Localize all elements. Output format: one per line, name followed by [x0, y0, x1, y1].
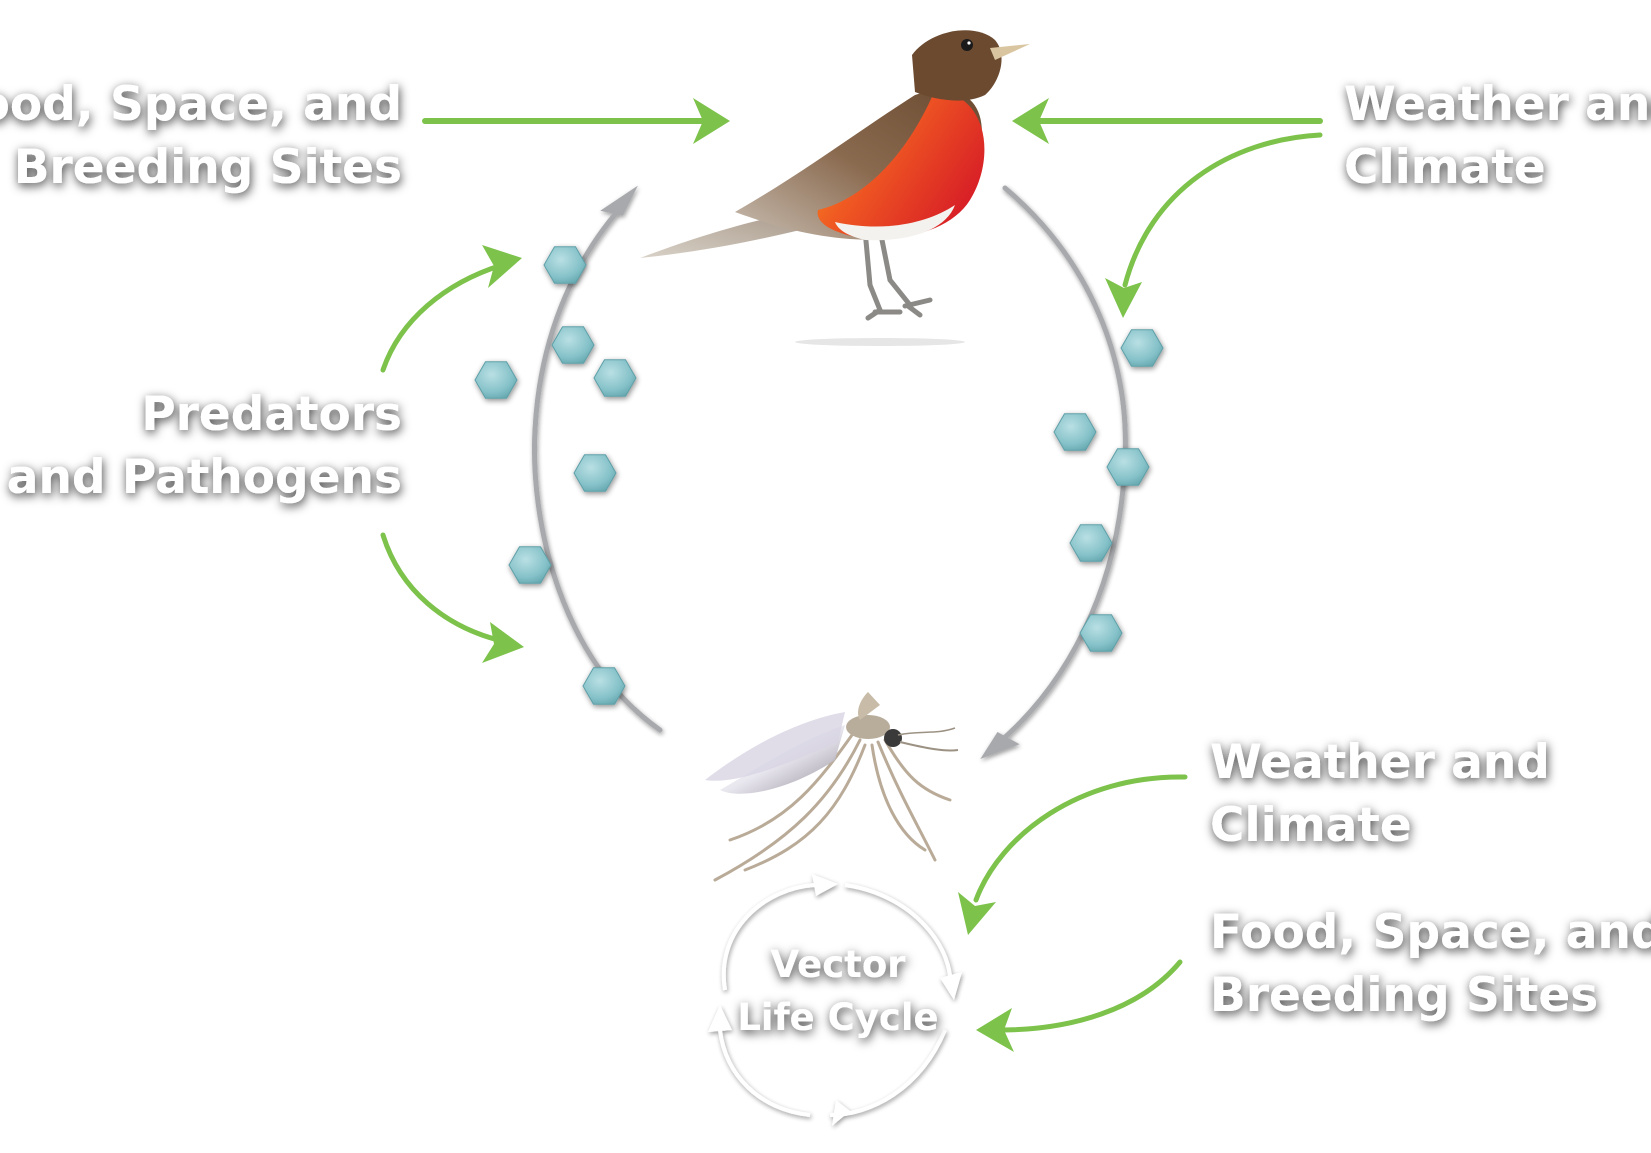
label-vector-life-cycle: Vector Life Cycle [737, 943, 938, 1039]
virus-particle-icon [573, 454, 617, 492]
transmission-arc-right [980, 185, 1128, 759]
virus-particle-icon [593, 359, 637, 397]
arrow-predators-up [380, 245, 522, 373]
label-line: Weather and [1344, 77, 1651, 132]
bird-icon [640, 30, 1030, 346]
label-weather-top: Weather and Climate [1344, 77, 1651, 195]
label-food-space-bottom: Food, Space, and Breeding Sites [1210, 905, 1651, 1023]
arrow-food-to-lifecycle [976, 959, 1183, 1052]
arrow-predators-down [380, 532, 524, 663]
label-line: Climate [1344, 140, 1546, 195]
virus-particle-icon [543, 246, 587, 284]
virus-particle-icon [1069, 524, 1113, 562]
label-line: Vector [771, 943, 907, 986]
virus-particle-icon [582, 667, 626, 705]
virus-particle-icon [1053, 413, 1097, 451]
label-line: Weather and [1210, 735, 1550, 790]
label-line: Food, Space, and [0, 77, 402, 132]
life-cycle-circle [708, 874, 962, 1126]
label-line: Life Cycle [737, 996, 938, 1039]
label-line: and Pathogens [7, 450, 402, 505]
influence-arrows [380, 98, 1323, 1052]
virus-particle-icon [1106, 448, 1150, 486]
label-line: Predators [141, 387, 402, 442]
virus-particle-group [474, 246, 1164, 705]
label-line: Climate [1210, 798, 1412, 853]
arrow-weather-to-lifecycle [958, 774, 1188, 935]
label-food-space-top: Food, Space, and Breeding Sites [0, 77, 402, 195]
arrow-food-to-bird [422, 98, 730, 144]
virus-particle-icon [551, 326, 595, 364]
virus-particle-icon [508, 546, 552, 584]
arrow-weather-to-arc [1105, 132, 1323, 318]
label-line: Food, Space, and [1210, 905, 1651, 960]
label-predators: Predators and Pathogens [7, 387, 402, 505]
transmission-arc-left [532, 185, 663, 733]
label-line: Breeding Sites [14, 140, 402, 195]
virus-particle-icon [1079, 614, 1123, 652]
label-weather-bottom: Weather and Climate [1210, 735, 1550, 853]
arrow-weather-to-bird [1012, 98, 1323, 144]
virus-particle-icon [474, 361, 518, 399]
virus-particle-icon [1120, 329, 1164, 367]
label-line: Breeding Sites [1210, 968, 1598, 1023]
mosquito-icon [705, 692, 959, 882]
